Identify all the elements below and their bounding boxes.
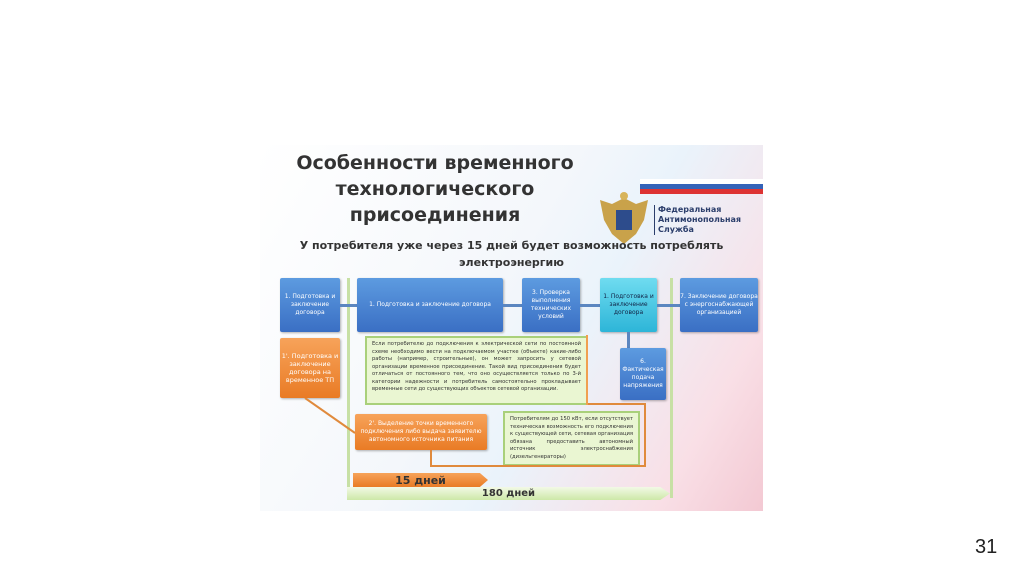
slide-title: Особенности временного технологического …: [296, 152, 574, 226]
eagle-emblem-icon: [600, 192, 648, 244]
timeline-15-days: 15 дней: [353, 473, 488, 487]
step-box: 3. Проверка выполнения технических услов…: [522, 278, 580, 332]
timeline-divider: [670, 278, 673, 498]
flag-stripe: [640, 184, 763, 189]
connector-line: [644, 403, 646, 467]
flag-stripe: [640, 189, 763, 194]
step-box: 1. Подготовка и заключение договора: [600, 278, 657, 332]
step-box: 6. Фактическая подача напряжения: [620, 348, 666, 400]
arrow: [586, 335, 588, 405]
slide-subtitle: У потребителя уже через 15 дней будет во…: [299, 239, 724, 269]
step-box: 7. Заключение договора с энергоснабжающе…: [680, 278, 758, 332]
arrow: [304, 398, 356, 434]
arrow: [627, 332, 630, 348]
temp-step-box: 1'. Подготовка и заключение договора на …: [280, 338, 340, 398]
agency-name: Федеральная Антимонопольная Служба: [654, 205, 758, 235]
arrow: [503, 304, 522, 307]
connector-line: [430, 465, 646, 467]
timeline-divider: [347, 278, 350, 498]
arrow: [340, 304, 357, 307]
connector-line: [586, 403, 646, 405]
callout-150kw: Потребителям до 150 кВт, если отсутствуе…: [503, 411, 640, 466]
arrow: [657, 304, 680, 307]
flag-stripe: [640, 179, 763, 184]
temp-step-box: 2'. Выделение точки временного подключен…: [355, 414, 487, 450]
connector-line: [430, 450, 432, 467]
arrow: [580, 304, 600, 307]
step-box: 1. Подготовка и заключение договора: [280, 278, 340, 332]
callout-temporary: Если потребителю до подключения к электр…: [365, 336, 588, 405]
timeline-180-days: 180 дней: [347, 487, 670, 500]
step-box: 1. Подготовка и заключение договора: [357, 278, 503, 332]
page-number: 31: [975, 536, 998, 558]
slide: Особенности временного технологического …: [260, 145, 763, 511]
